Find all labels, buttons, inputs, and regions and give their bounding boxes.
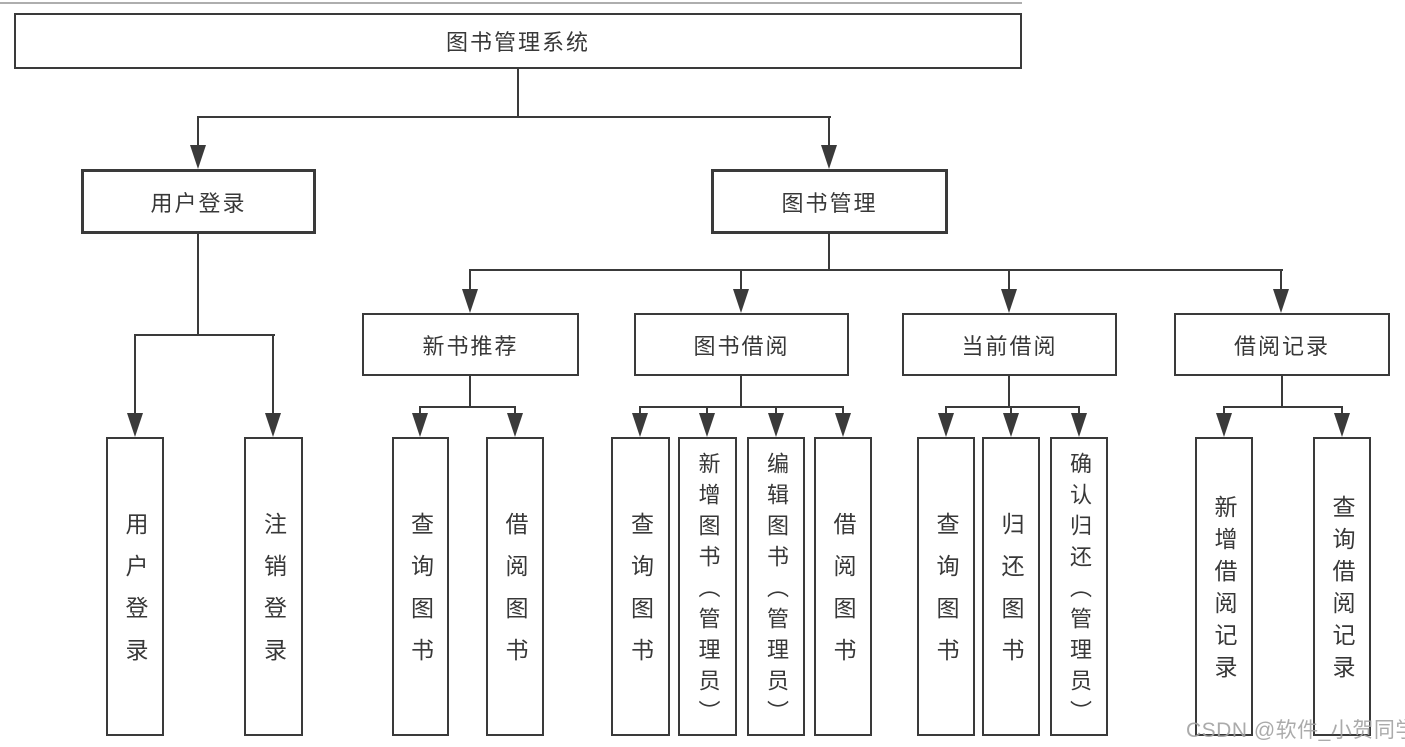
node-new-book-rec-label: 新书推荐 xyxy=(422,333,519,359)
node-leaf-br-query-label: 查询借阅记录 xyxy=(1329,495,1355,687)
node-leaf-cb-confirm: 确认归还（管理员） xyxy=(1050,437,1108,736)
arrowhead-leaf-logout-icon xyxy=(265,413,281,437)
arrowhead-book-mgmt-icon xyxy=(821,145,837,169)
node-book-mgmt-label: 图书管理 xyxy=(781,190,878,216)
node-book-borrow: 图书借阅 xyxy=(634,313,849,376)
connector-stem-rec-borrow xyxy=(514,406,516,416)
node-current-borrow-label: 当前借阅 xyxy=(961,333,1058,359)
arrowhead-bb-borrow-icon xyxy=(835,413,851,437)
connector-book-borrow-hbar xyxy=(639,406,844,408)
connector-stem-bb-add xyxy=(706,406,708,416)
arrowhead-book-borrow-icon xyxy=(733,289,749,313)
connector-stem-br-add xyxy=(1223,406,1225,416)
connector-stem-borrow-records xyxy=(1280,269,1282,292)
connector-stem-book-mgmt xyxy=(828,116,830,149)
node-leaf-rec-query-label: 查询图书 xyxy=(407,512,434,680)
connector-stem-cb-return xyxy=(1010,406,1012,416)
connector-user-login-hbar xyxy=(134,334,275,336)
node-leaf-br-add-label: 新增借阅记录 xyxy=(1211,495,1237,687)
node-leaf-bb-query-label: 查询图书 xyxy=(627,512,654,680)
connector-root-hbar xyxy=(197,116,831,118)
connector-current-borrow-hbar xyxy=(945,406,1080,408)
node-leaf-cb-return-label: 归还图书 xyxy=(998,512,1024,680)
node-leaf-rec-query: 查询图书 xyxy=(392,437,449,736)
connector-stem-user-login xyxy=(197,116,199,149)
arrowhead-user-login-icon xyxy=(190,145,206,169)
connector-stem-bb-edit xyxy=(775,406,777,416)
node-leaf-br-query: 查询借阅记录 xyxy=(1313,437,1371,736)
arrowhead-cb-confirm-icon xyxy=(1071,413,1087,437)
connector-borrow-records-trunk xyxy=(1281,375,1283,408)
node-leaf-bb-borrow-label: 借阅图书 xyxy=(830,512,856,680)
connector-stem-cb-confirm xyxy=(1078,406,1080,416)
connector-new-book-rec-trunk xyxy=(469,375,471,408)
node-borrow-records-label: 借阅记录 xyxy=(1233,333,1330,359)
node-leaf-cb-confirm-label: 确认归还（管理员） xyxy=(1067,451,1092,731)
node-book-borrow-label: 图书借阅 xyxy=(693,333,790,359)
node-new-book-rec: 新书推荐 xyxy=(362,313,579,376)
arrowhead-current-borrow-icon xyxy=(1001,289,1017,313)
connector-stem-br-query xyxy=(1341,406,1343,416)
connector-new-book-rec-hbar xyxy=(419,406,516,408)
connector-book-mgmt-trunk xyxy=(828,233,830,271)
node-leaf-bb-query: 查询图书 xyxy=(611,437,670,736)
arrowhead-cb-return-icon xyxy=(1003,413,1019,437)
node-user-login-label: 用户登录 xyxy=(150,190,247,216)
connector-stem-bb-borrow xyxy=(842,406,844,416)
connector-stem-rec-query xyxy=(419,406,421,416)
connector-current-borrow-trunk xyxy=(1008,375,1010,408)
connector-stem-leaf-logout xyxy=(272,334,274,415)
node-leaf-bb-add: 新增图书（管理员） xyxy=(678,437,737,736)
connector-user-login-trunk xyxy=(197,233,199,335)
node-leaf-bb-edit-label: 编辑图书（管理员） xyxy=(764,451,789,731)
arrowhead-borrow-records-icon xyxy=(1273,289,1289,313)
node-leaf-cb-return: 归还图书 xyxy=(982,437,1040,736)
node-leaf-logout: 注销登录 xyxy=(244,437,303,736)
node-root: 图书管理系统 xyxy=(14,13,1022,69)
connector-stem-new-book-rec xyxy=(469,269,471,292)
node-user-login: 用户登录 xyxy=(81,169,316,234)
arrowhead-br-add-icon xyxy=(1216,413,1232,437)
connector-book-mgmt-hbar xyxy=(469,269,1283,271)
node-current-borrow: 当前借阅 xyxy=(902,313,1117,376)
arrowhead-br-query-icon xyxy=(1334,413,1350,437)
node-leaf-bb-edit: 编辑图书（管理员） xyxy=(747,437,805,736)
arrowhead-bb-query-icon xyxy=(632,413,648,437)
node-borrow-records: 借阅记录 xyxy=(1174,313,1390,376)
arrowhead-new-book-rec-icon xyxy=(462,289,478,313)
connector-stem-cb-query xyxy=(945,406,947,416)
arrowhead-bb-edit-icon xyxy=(768,413,784,437)
node-leaf-user-login: 用户登录 xyxy=(106,437,164,736)
connector-root-trunk xyxy=(517,68,519,118)
node-leaf-cb-query: 查询图书 xyxy=(917,437,975,736)
node-leaf-cb-query-label: 查询图书 xyxy=(933,512,959,680)
node-leaf-bb-borrow: 借阅图书 xyxy=(814,437,872,736)
node-leaf-bb-add-label: 新增图书（管理员） xyxy=(695,451,721,731)
node-leaf-user-login-label: 用户登录 xyxy=(122,512,148,680)
node-leaf-rec-borrow: 借阅图书 xyxy=(486,437,544,736)
arrowhead-cb-query-icon xyxy=(938,413,954,437)
top-edge-line xyxy=(0,2,1022,4)
connector-borrow-records-hbar xyxy=(1223,406,1343,408)
arrowhead-rec-query-icon xyxy=(412,413,428,437)
arrowhead-rec-borrow-icon xyxy=(507,413,523,437)
connector-book-borrow-trunk xyxy=(740,375,742,408)
csdn-watermark: CSDN @软件_小贺同学 xyxy=(1186,719,1405,742)
node-leaf-br-add: 新增借阅记录 xyxy=(1195,437,1253,736)
connector-stem-leaf-user-login xyxy=(134,334,136,415)
connector-stem-book-borrow xyxy=(740,269,742,292)
arrowhead-bb-add-icon xyxy=(699,413,715,437)
connector-stem-bb-query xyxy=(639,406,641,416)
node-book-mgmt: 图书管理 xyxy=(711,169,948,234)
node-leaf-rec-borrow-label: 借阅图书 xyxy=(502,512,528,680)
arrowhead-leaf-user-login-icon xyxy=(127,413,143,437)
node-root-label: 图书管理系统 xyxy=(445,30,590,55)
node-leaf-logout-label: 注销登录 xyxy=(260,512,287,680)
connector-stem-current-borrow xyxy=(1008,269,1010,292)
